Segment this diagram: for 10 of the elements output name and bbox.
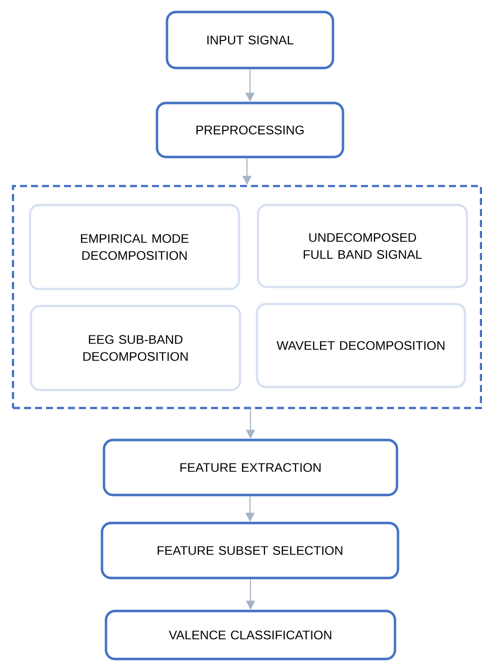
- dashed-group-box: [12, 184, 482, 410]
- process-box: FEATURE EXTRACTION: [102, 438, 398, 496]
- process-box: INPUT SIGNAL: [166, 10, 334, 70]
- process-box: FEATURE SUBSET SELECTION: [100, 522, 400, 580]
- process-box: PREPROCESSING: [156, 102, 344, 158]
- process-box: VALENCE CLASSIFICATION: [104, 610, 396, 660]
- method-box: UNDECOMPOSED FULL BAND SIGNAL: [256, 204, 468, 288]
- method-box: EMPIRICAL MODE DECOMPOSITION: [28, 204, 240, 290]
- method-box: EEG SUB-BAND DECOMPOSITION: [30, 304, 242, 392]
- method-box: WAVELET DECOMPOSITION: [256, 302, 466, 388]
